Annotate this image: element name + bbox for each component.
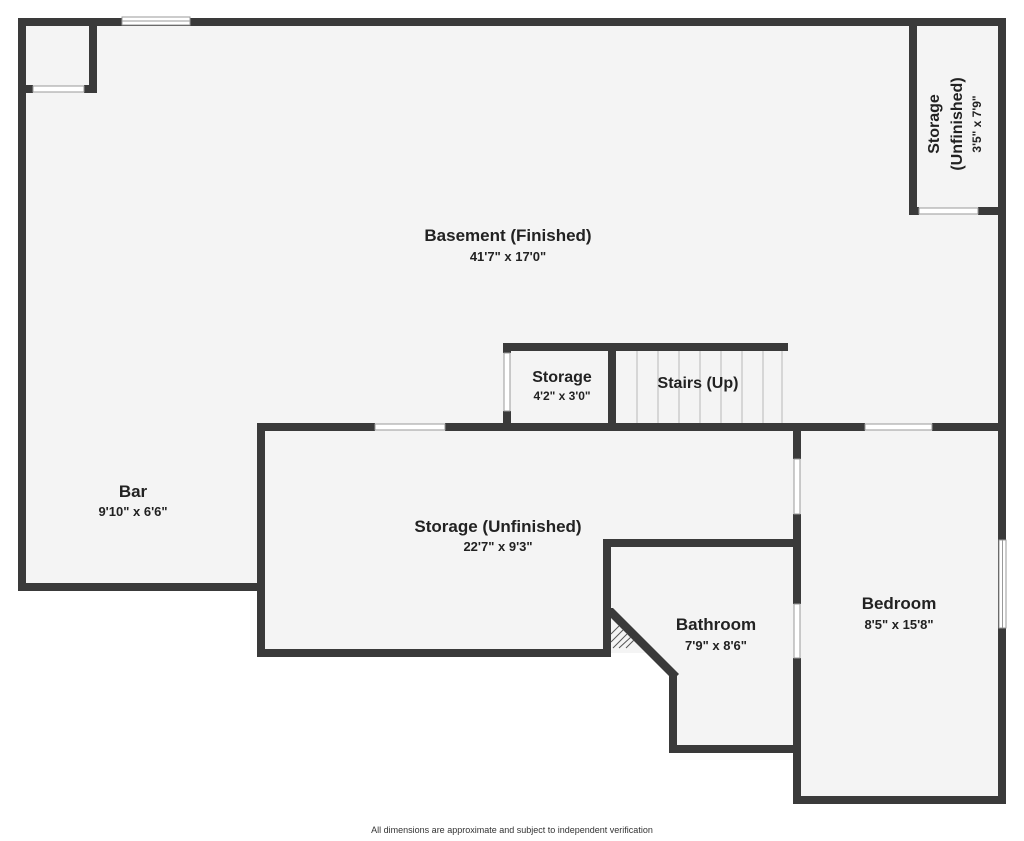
- basement-floor: [22, 22, 1000, 428]
- wall-bedroom-bottom: [793, 796, 1006, 804]
- bar-floor: [22, 420, 262, 586]
- wall-small-storage-left-b: [503, 411, 511, 428]
- wall-bath-left: [603, 539, 611, 656]
- wall-right: [998, 18, 1006, 804]
- storage-right-name2: (Unfinished): [949, 77, 966, 170]
- wall-divider-mid: [445, 423, 865, 431]
- walls: [18, 18, 1006, 804]
- wall-divider-left: [257, 423, 375, 431]
- bedroom-name: Bedroom: [862, 594, 937, 613]
- stair-treads: [636, 351, 783, 423]
- wall-storage-left: [257, 423, 265, 657]
- bar-name: Bar: [119, 482, 148, 501]
- storage-unfinished-name: Storage (Unfinished): [414, 517, 581, 536]
- bathroom-floor: [607, 543, 797, 749]
- bedroom-left-opening-b: [793, 603, 801, 659]
- stairs-name: Stairs (Up): [658, 375, 739, 392]
- hatch-line: [610, 629, 624, 643]
- wall-right-storage-bottom-a: [909, 207, 919, 215]
- bedroom-top-opening: [864, 423, 933, 431]
- bedroom-left-opening-a: [793, 458, 801, 515]
- wall-right-storage-left: [909, 18, 917, 215]
- wall-stair-top: [503, 343, 788, 351]
- storage-right-dims: 3'5" x 7'9": [970, 95, 984, 152]
- storage-divider-opening: [374, 423, 446, 431]
- wall-closet-bottom-a: [18, 85, 33, 93]
- wall-small-storage-left-a: [503, 343, 511, 353]
- wall-small-storage-right: [608, 343, 616, 428]
- wall-closet-right: [89, 18, 97, 93]
- wall-bedroom-left-b: [793, 514, 801, 604]
- wall-left: [18, 18, 26, 590]
- basement-name: Basement (Finished): [424, 226, 591, 245]
- wall-right-storage-bottom-b: [978, 207, 1006, 215]
- closet-opening: [32, 85, 85, 93]
- wall-bath-diagonal: [607, 608, 679, 680]
- wall-bath-top: [603, 539, 801, 547]
- bathroom-name: Bathroom: [676, 615, 756, 634]
- wall-bedroom-left-c: [793, 658, 801, 804]
- hatch-line: [618, 636, 632, 649]
- wall-bar-bottom: [18, 583, 262, 591]
- small-storage-opening: [503, 352, 511, 412]
- wall-closet-bottom-b: [84, 85, 97, 93]
- basement-dims: 41'7" x 17'0": [470, 249, 546, 264]
- bathroom-dims: 7'9" x 8'6": [685, 638, 747, 653]
- storage-right-name: Storage: [926, 94, 943, 154]
- wall-top: [18, 18, 1006, 26]
- hatch-line: [612, 633, 628, 649]
- storage-unfinished-dims: 22'7" x 9'3": [463, 539, 532, 554]
- hatch-line: [625, 639, 635, 649]
- wall-bath-inner-left: [669, 675, 677, 753]
- wall-bedroom-left-a: [793, 423, 801, 459]
- wall-bath-bottom: [669, 745, 801, 753]
- wall-divider-right: [932, 423, 1006, 431]
- storage-small-dims: 4'2" x 3'0": [533, 389, 590, 403]
- floor-fills: [22, 22, 1003, 800]
- bedroom-floor: [797, 428, 1003, 800]
- disclaimer-text: All dimensions are approximate and subje…: [371, 825, 653, 835]
- wall-storage-bottom: [257, 649, 611, 657]
- bedroom-dims: 8'5" x 15'8": [864, 617, 933, 632]
- bar-dims: 9'10" x 6'6": [98, 504, 167, 519]
- hatch-area: [610, 625, 635, 649]
- right-storage-opening: [918, 207, 979, 215]
- hatch-line: [610, 625, 620, 635]
- openings: [32, 16, 1007, 659]
- storage-small-name: Storage: [532, 369, 592, 386]
